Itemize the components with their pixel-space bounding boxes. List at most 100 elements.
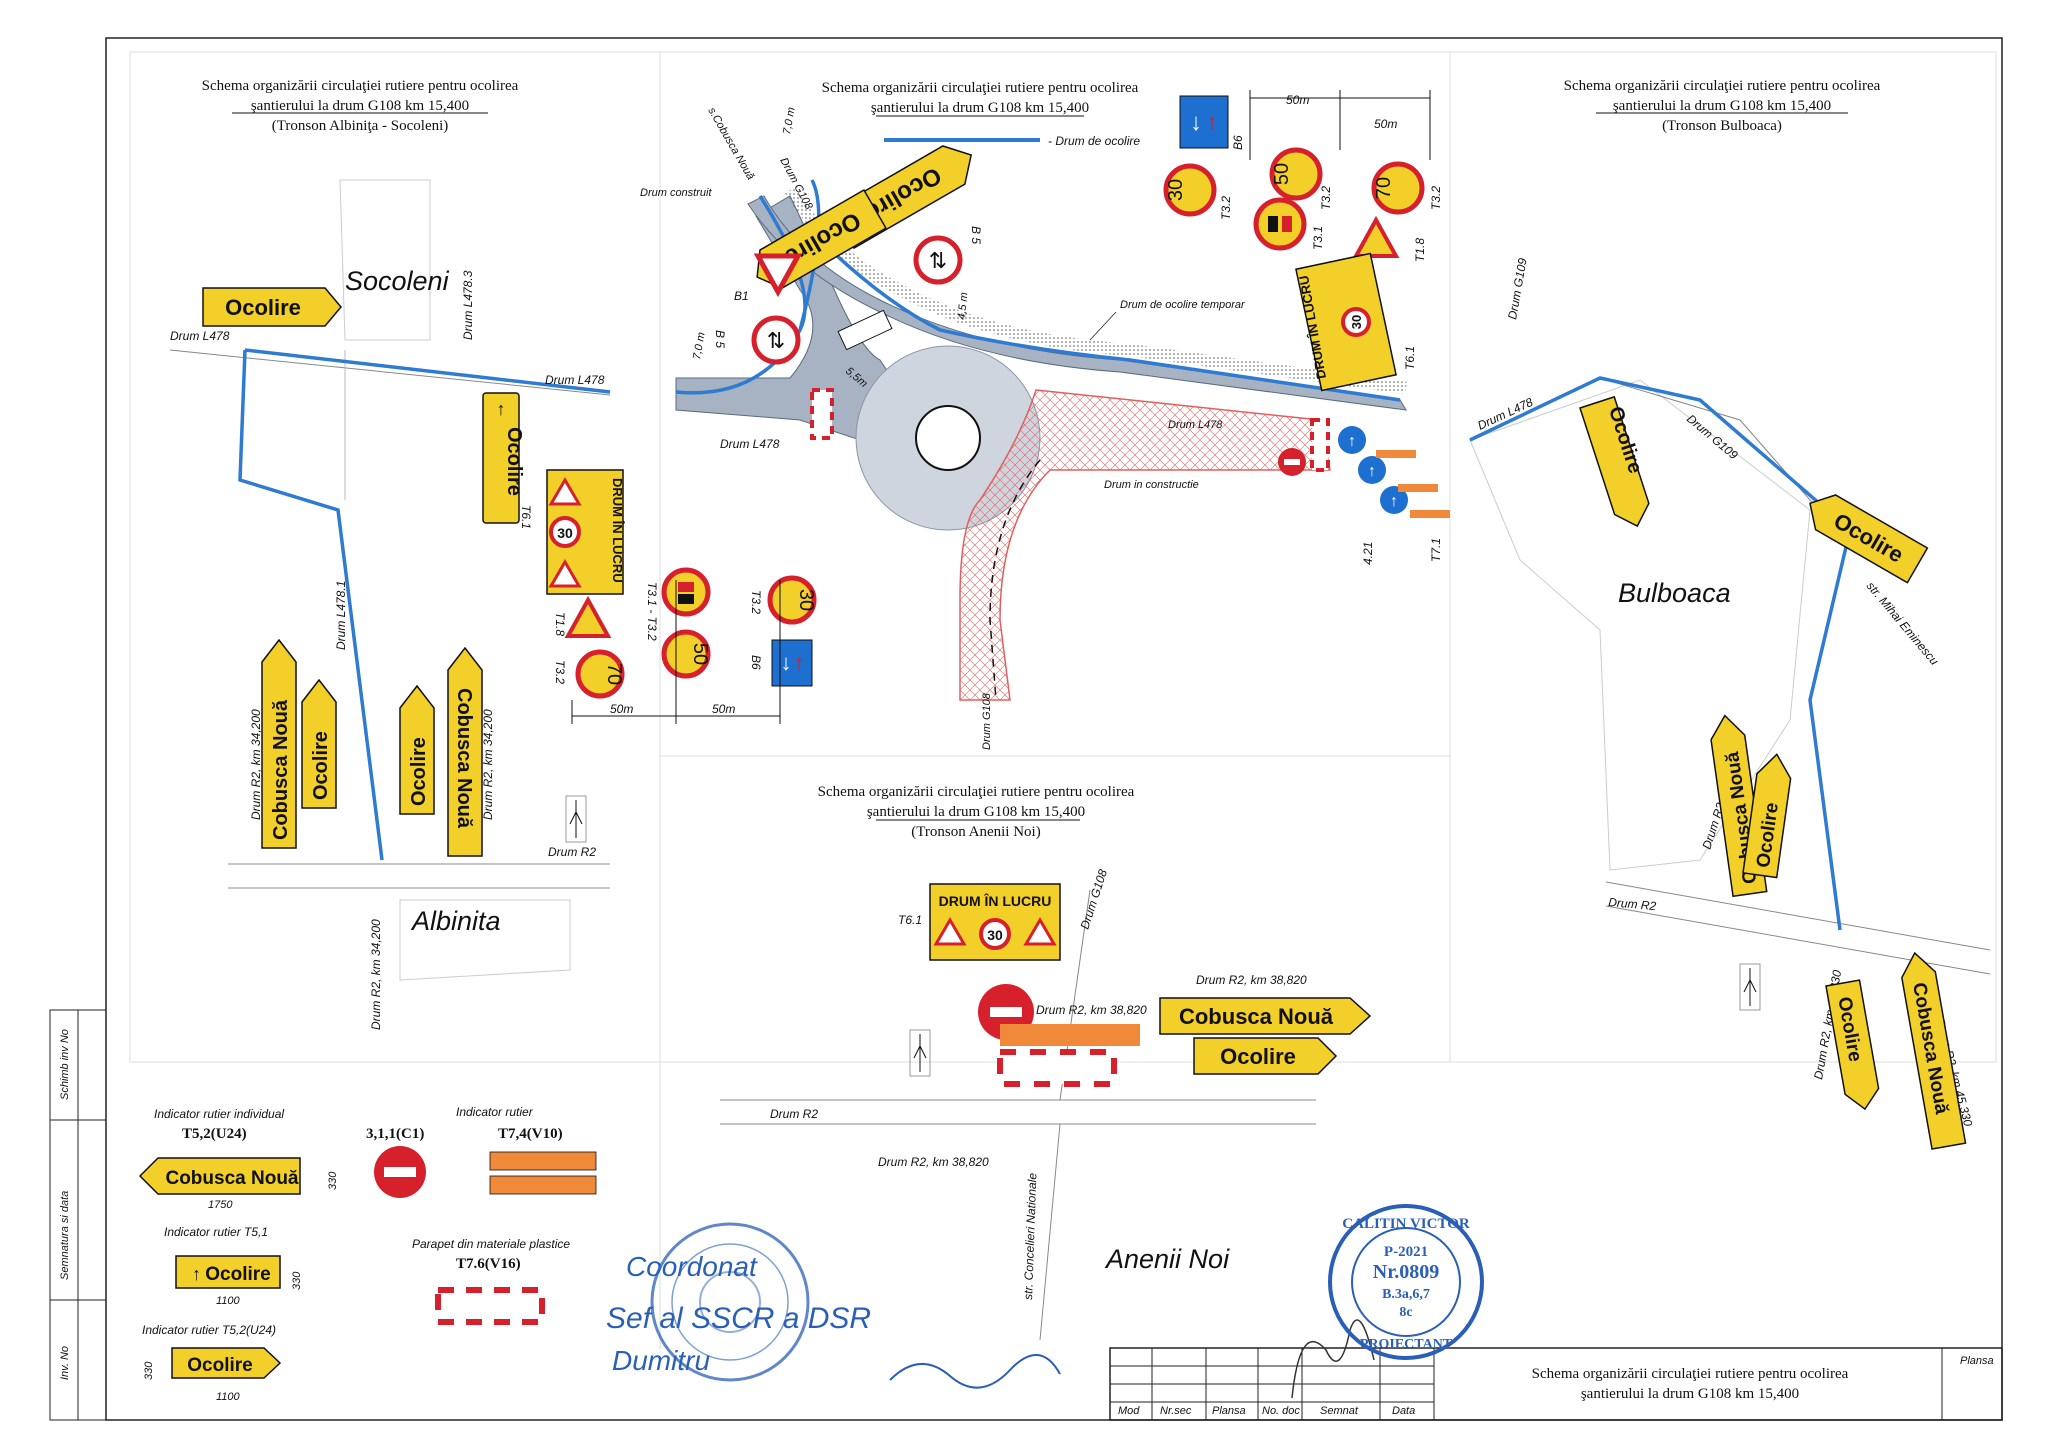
priority-b6-sign: ↓ ↑ — [771, 639, 813, 687]
label-temporary: Drum de ocolire temporar — [1120, 299, 1246, 311]
arrow-icon: ⇅ — [929, 248, 947, 273]
road-label-g108: Drum G108 — [1078, 867, 1111, 931]
speed-30-sign: 30 — [1163, 163, 1217, 217]
road-label-r2km: Drum R2, km 34,200 — [481, 709, 495, 820]
legend-w1750: 1750 — [208, 1199, 233, 1211]
block-outline — [399, 899, 571, 981]
code-b6: B6 — [749, 655, 763, 670]
code-t32: T3.2 — [1319, 186, 1333, 210]
arrow-down-icon: ↓ — [781, 650, 792, 675]
no-overtaking-sign — [661, 567, 711, 617]
road-label-r2: Drum R2 — [548, 845, 596, 859]
arrow-up-icon: ↑ — [1348, 433, 1356, 450]
code-t61: T6.1 — [898, 913, 922, 927]
road-label-l4781: Drum L478.1 — [334, 581, 348, 650]
side-label: Schimb inv No — [59, 1029, 71, 1100]
work-triangle-sign — [1352, 215, 1400, 258]
tb-col: Semnat — [1320, 1405, 1359, 1417]
drum-lucru-sign: DRUM ÎN LUCRU 30 — [1295, 252, 1397, 392]
barrier — [810, 388, 834, 440]
priority-b5-sign: ⇅ — [913, 235, 963, 285]
mandatory-direction-sign: ↑ ↑ ↑ — [1338, 426, 1408, 514]
place-bulboaca: Bulboaca — [1618, 578, 1731, 608]
title-anenii-1: Schema organizării circulaţiei rutiere p… — [818, 784, 1135, 800]
svg-text:P-2021: P-2021 — [1384, 1244, 1428, 1260]
svg-text:Dumitru: Dumitru — [612, 1345, 710, 1376]
yield-b1-sign — [753, 253, 803, 298]
road-label-mihai: str. Mihai Eminescu — [1864, 579, 1942, 668]
speed-50-sign: 50 — [1269, 147, 1323, 201]
title-albinita-3: (Tronson Albiniţa - Socoleni) — [272, 118, 449, 134]
code-b6: B6 — [1231, 135, 1245, 150]
title-albinita-2: şantierului la drum G108 km 15,400 — [251, 98, 469, 114]
priority-b6-sign: ↓ ↑ — [1179, 95, 1229, 149]
dim-4-5m: 4,5 m — [956, 292, 970, 320]
work-triangle-sign — [564, 595, 612, 638]
svg-text:70: 70 — [603, 663, 625, 685]
arrow-up-icon: ↑ — [1368, 463, 1376, 480]
side-columns — [49, 1009, 107, 1421]
road-label-l4783: Drum L478.3 — [461, 270, 475, 340]
code-b5: B 5 — [713, 330, 727, 348]
chevron-marker — [1376, 450, 1450, 518]
place-albinita: Albinita — [410, 906, 501, 936]
svg-text:Nr.0809: Nr.0809 — [1373, 1261, 1439, 1283]
title-anenii-2: şantierului la drum G108 km 15,400 — [867, 804, 1085, 820]
dim-7m: 7,0 m — [691, 331, 708, 360]
code-t32: T3.2 — [1429, 186, 1443, 210]
speed-70-sign: 70 — [1371, 161, 1425, 215]
cobusca-sign: Cobusca Nouă — [1159, 997, 1372, 1035]
speed-30-sign: 30 — [767, 575, 817, 625]
tb-col: No. doc — [1262, 1405, 1300, 1417]
svg-text:30: 30 — [1165, 179, 1187, 201]
leader-line — [1089, 311, 1117, 341]
arrow-down-icon: ↓ — [1190, 109, 1202, 136]
dir-cobusca: s.Cobusca Nouă — [705, 106, 756, 182]
svg-text:Ocolire: Ocolire — [503, 427, 525, 496]
dim-50m: 50m — [712, 702, 735, 716]
detour-route — [1469, 376, 1852, 931]
svg-text:CALITIN VICTOR: CALITIN VICTOR — [1342, 1216, 1470, 1232]
road-label-r2km: Drum R2, km 34,200 — [249, 709, 263, 820]
barrier — [1310, 418, 1330, 472]
tb-plansa: Plansa — [1960, 1355, 1994, 1367]
round-stamp — [650, 1222, 810, 1382]
tb-col: Mod — [1118, 1405, 1140, 1417]
place-anenii: Anenii Noi — [1104, 1244, 1230, 1274]
svg-text:Ocolire: Ocolire — [225, 295, 301, 320]
label-l478-center: Drum L478 — [1168, 419, 1223, 431]
code-t31: T3.1 — [1311, 226, 1325, 250]
side-label: Semnatura si data — [59, 1191, 71, 1280]
signature — [1291, 1319, 1375, 1399]
code-t18: T1.8 — [1413, 238, 1427, 262]
arrow-up-icon: ↑ — [497, 399, 506, 419]
code-t71: T7.1 — [1429, 538, 1443, 562]
legend-h330: 330 — [327, 1171, 339, 1190]
label-l478-left: Drum L478 — [720, 437, 780, 451]
north-arrow-icon — [909, 1029, 931, 1077]
handwritten-note: Coordonat Sef al SSCR a DSR Dumitru — [606, 1251, 1061, 1389]
label-constructie: Drum in constructie — [1104, 479, 1199, 491]
outer-frame — [105, 37, 2003, 1421]
ocolire-sign-vertical: Ocolire — [1742, 753, 1792, 879]
side-label: Inv. No — [59, 1346, 71, 1380]
ocolire-sign-vertical: Ocolire — [399, 684, 435, 815]
no-entry-sign — [1278, 448, 1306, 476]
dim-50m: 50m — [1374, 117, 1397, 131]
north-arrow-icon — [565, 795, 587, 843]
detour-route — [238, 348, 611, 861]
cobusca-sign: Cobusca Nouă — [447, 646, 483, 857]
road-label-r2: Drum R2 — [1608, 895, 1657, 913]
road-surface — [747, 195, 1407, 411]
arrow-up-icon: ↑ — [1206, 109, 1218, 136]
code-t32: T3.2 — [749, 590, 763, 614]
ocolire-sign-vertical: Ocolire — [1579, 395, 1650, 528]
no-overtaking-sign — [1253, 197, 1307, 251]
title-bulboaca-1: Schema organizării circulaţiei rutiere p… — [1564, 78, 1881, 94]
legend-indic: Indicator rutier — [456, 1105, 534, 1119]
road-label-r2km38: Drum R2, km 38,820 — [1036, 1003, 1147, 1017]
svg-text:Cobusca Nouă: Cobusca Nouă — [165, 1168, 298, 1189]
construction-area — [959, 389, 1331, 701]
legend-ocolire-arrow-sign: Ocolire — [171, 1347, 282, 1379]
